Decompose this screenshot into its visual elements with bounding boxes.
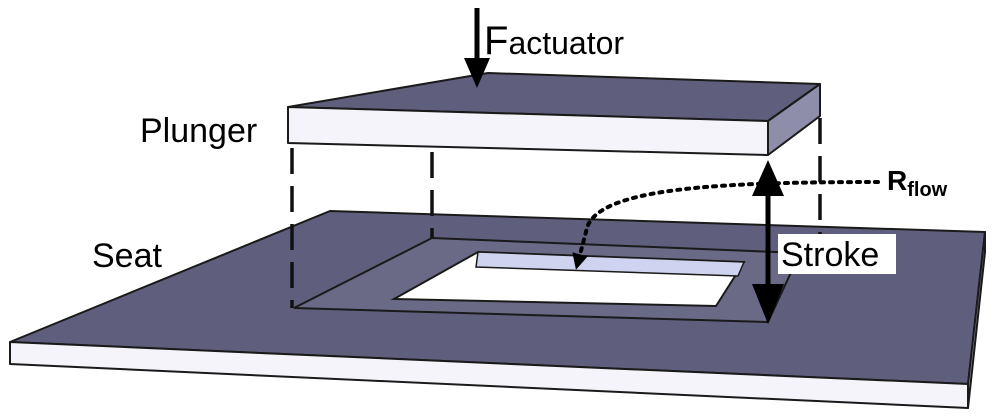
flow-path-arrow [572,180,880,270]
seat-right-face [967,231,986,409]
plunger-block [287,72,821,156]
seat-recess [293,236,802,324]
stroke-label-bg [778,234,896,274]
plunger-right-face [767,83,821,156]
projection-lines [290,118,822,308]
plunger-label: Plunger [140,112,257,150]
force-label: Factuator [484,19,624,63]
flow-label: Rflow [887,165,948,201]
stroke-arrow [752,160,784,324]
force-arrow [464,8,490,88]
seat-label: Seat [92,237,162,275]
hole-inner-wall [475,251,746,277]
stroke-label: Stroke [781,236,879,274]
